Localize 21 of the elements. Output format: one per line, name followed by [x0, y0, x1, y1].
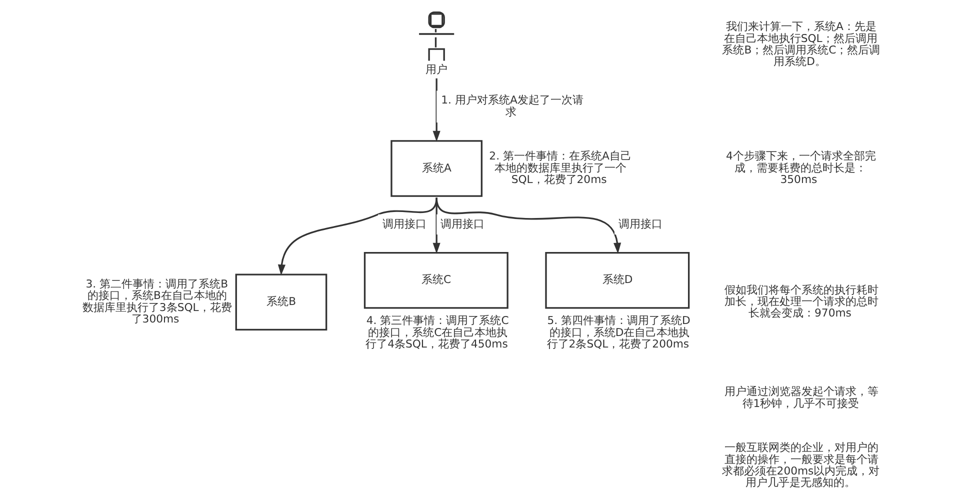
- arrow: [432, 198, 440, 254]
- arrow: [432, 78, 440, 142]
- node-label: 用户: [426, 62, 448, 76]
- label: 4个步骤下来，一个请求全部完成，需要耗费的总时长是：350ms: [726, 150, 876, 186]
- node-box: 系统A: [390, 140, 482, 197]
- node-label: 5. 第四件事情：调用了系统D的接口，系统D在自己本地执行了2条SQL，花费了200ms: [546, 314, 690, 351]
- label: 假如我们将每个系统的执行耗时加长，现在处理一个请求的总时长就会变成：970ms: [724, 283, 878, 320]
- node-box: 系统C: [364, 252, 508, 309]
- label: 用户通过浏览器发起个请求，等待1秒钟，几乎不可接受: [724, 385, 878, 410]
- label: 一般互联网类的企业，对用户的直接的操作，一般要求是每个请求都必须在200ms以内完成，对用户几乎是无感知的。: [722, 441, 880, 490]
- node-box: 系统B: [235, 274, 328, 330]
- edge-label: 调用接口: [440, 217, 485, 230]
- arrow: [278, 198, 438, 276]
- edge-label: 调用接口: [618, 217, 663, 230]
- label: 我们来计算一下，系统A：先是在自己本地执行SQL；然后调用系统B；然后调用系统C；然后调用系统D。: [722, 20, 880, 68]
- edge-label: 调用接口: [382, 217, 426, 230]
- edge-label: 1. 用户对系统A发起了一次请求: [441, 94, 584, 118]
- node-label: 4. 第三件事情：调用了系统C的接口，系统C在自己本地执行了4条SQL，花费了450ms: [366, 314, 509, 351]
- node-box: 系统D: [545, 252, 690, 309]
- node-label: 3. 第二件事情：调用了系统B的接口，系统B在自己本地的数据库里执行了3条SQL，花费了300ms: [82, 277, 232, 326]
- node-label: 2. 第一件事情：在系统A自己本地的数据库里执行了一个SQL，花费了20ms: [489, 150, 632, 186]
